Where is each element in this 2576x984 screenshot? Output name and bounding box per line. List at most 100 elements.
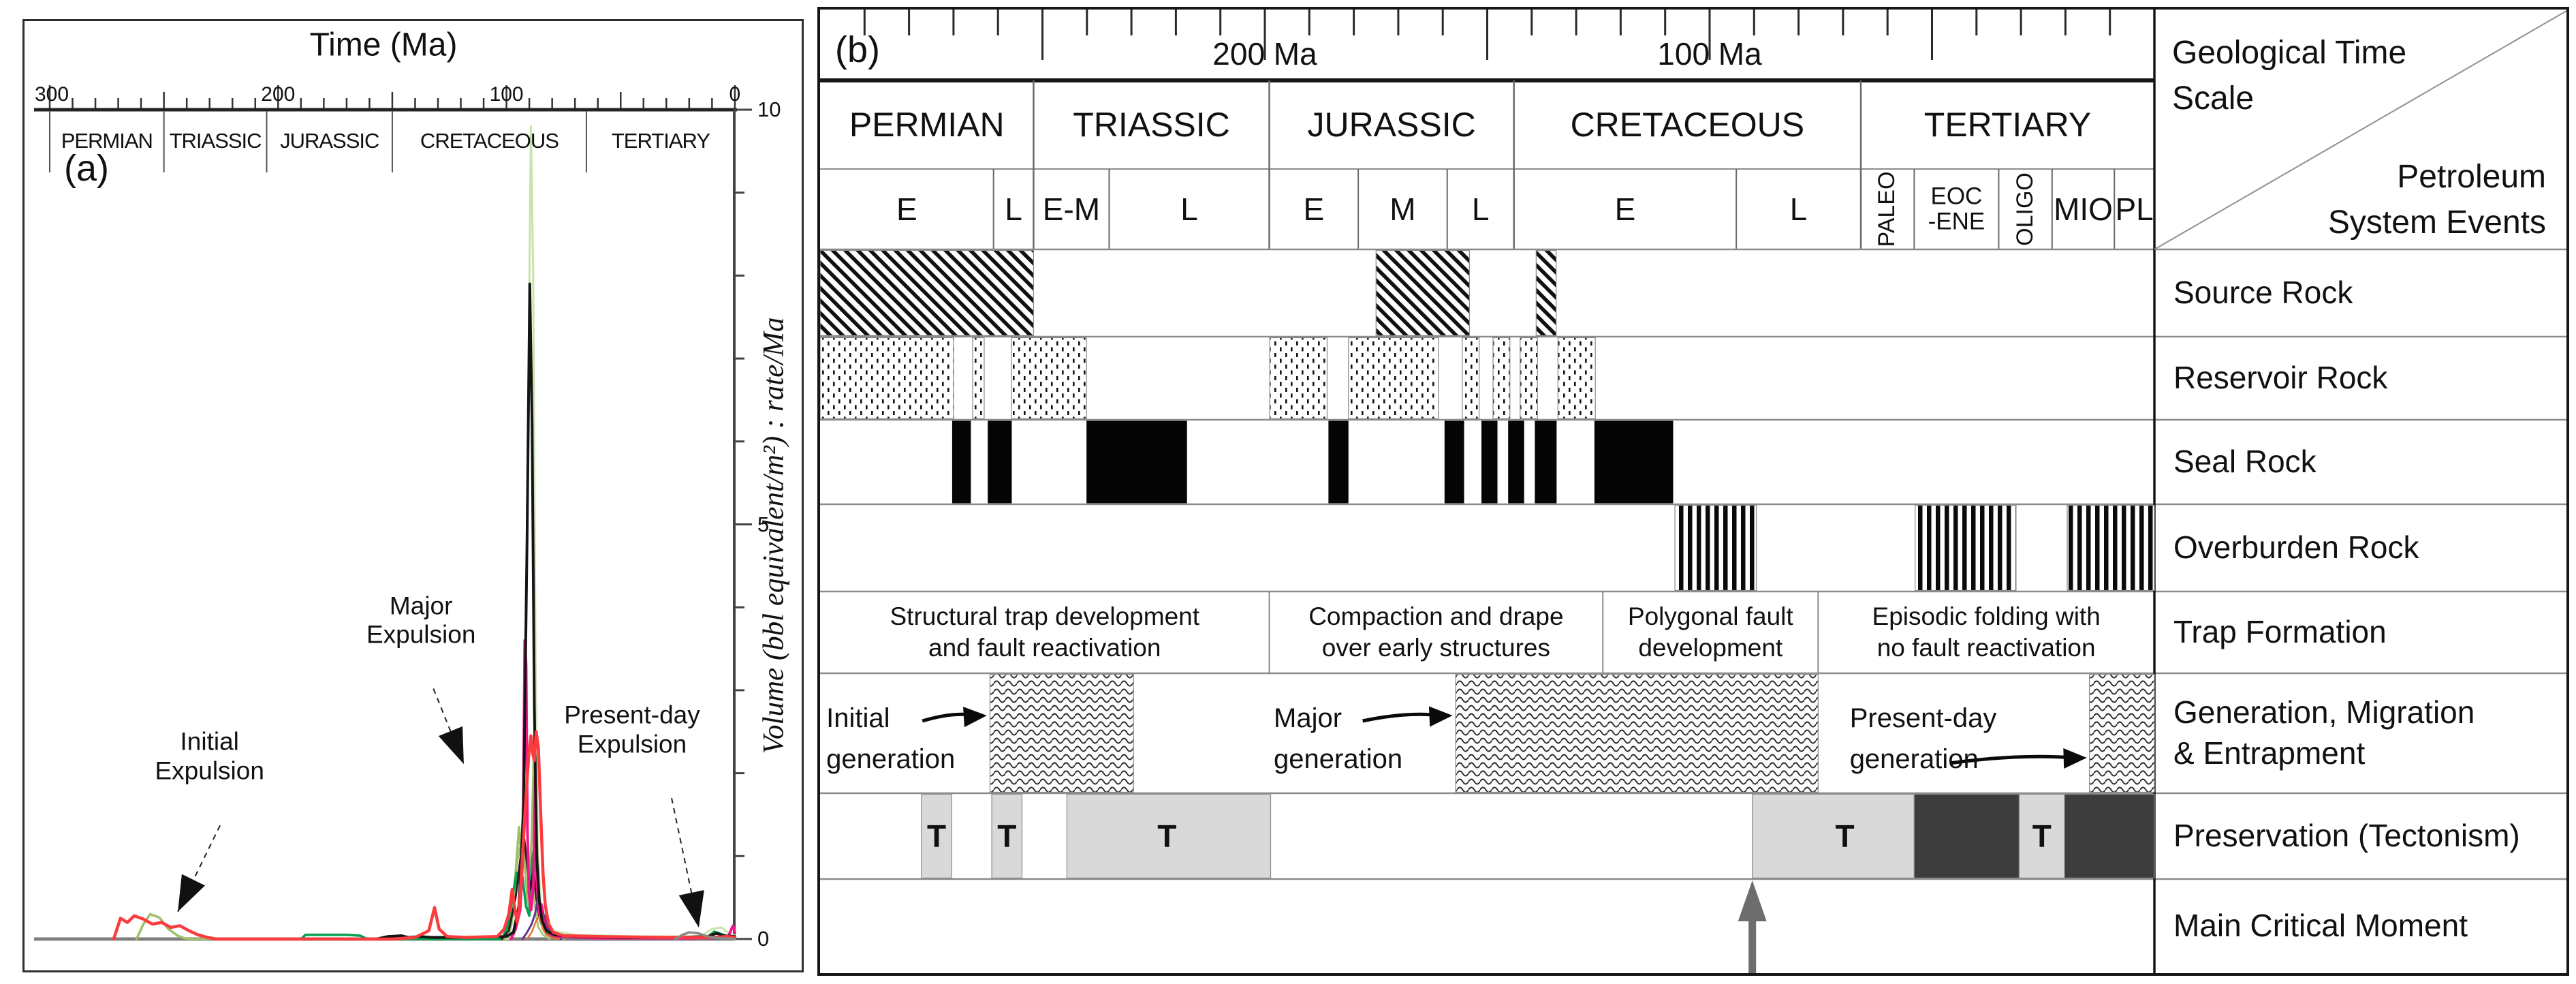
b-tectonism-t-mark: T <box>927 818 947 854</box>
a-annotation-line: Major <box>389 591 453 620</box>
b-row-label: Seal Rock <box>2173 442 2316 482</box>
b-tectonism-block-light <box>921 793 952 879</box>
b-solid-block <box>1481 420 1498 504</box>
panel-a-time-axis-title: Time (Ma) <box>309 27 458 63</box>
b-row-label-line: Preservation (Tectonism) <box>2173 818 2520 854</box>
b-main-critical-moment-arrow-icon <box>1738 880 1767 921</box>
b-solid-block <box>1508 420 1524 504</box>
b-row-label: Main Critical Moment <box>2173 906 2468 947</box>
b-solid-block <box>988 420 1012 504</box>
b-vstripes-block <box>2067 504 2155 591</box>
b-trap-cell-line: development <box>1638 634 1783 662</box>
b-epoch-label: L <box>1005 191 1022 227</box>
b-row-label-line: Overburden Rock <box>2173 529 2419 566</box>
b-dots-block <box>820 337 954 420</box>
panel-a-label: (a) <box>64 148 109 189</box>
a-time-tick-label: 0 <box>729 83 741 106</box>
a-series-red <box>112 730 737 941</box>
b-epoch-label: L <box>1471 191 1490 227</box>
b-epoch-label: L <box>1789 191 1808 227</box>
b-tectonism-t-mark: T <box>2032 818 2052 854</box>
a-annotation-arrow-line <box>671 797 700 928</box>
a-series-pale-green <box>391 125 736 940</box>
b-period-label: TRIASSIC <box>1073 106 1230 144</box>
b-corner-diagonal-line <box>2154 10 2566 250</box>
b-tectonism-block-dark <box>2064 793 2155 879</box>
b-solid-block <box>1086 420 1187 504</box>
b-tectonism-t-mark: T <box>997 818 1017 854</box>
b-epoch-label: OLIGO <box>2011 172 2038 246</box>
b-corner-line: Geological Time <box>2172 35 2407 71</box>
b-dots-block <box>1348 337 1439 420</box>
b-tectonism-block-light <box>1066 793 1272 879</box>
b-row-label-line: Source Rock <box>2173 275 2353 311</box>
b-period-label: TERTIARY <box>1923 106 2092 144</box>
b-row-label: Source Rock <box>2173 273 2353 313</box>
b-ruler-label: 200 Ma <box>1212 36 1317 72</box>
a-annotation-line: Expulsion <box>577 730 687 758</box>
a-series-gray-present-day <box>674 931 736 940</box>
a-time-tick-label: 300 <box>34 83 69 106</box>
b-dots-block <box>1557 337 1596 420</box>
a-time-tick-label: 100 <box>489 83 524 106</box>
a-annotation-arrow-line <box>433 688 465 765</box>
a-y-tick-label: 5 <box>757 512 770 536</box>
b-generation-arrow-line <box>1949 754 2075 765</box>
b-row-label: Preservation (Tectonism) <box>2173 816 2520 857</box>
panel-a-expulsion-chart: (a) Time (Ma) Volume (bbl equivalent/m²)… <box>22 19 804 972</box>
b-row-label-line: Trap Formation <box>2173 614 2387 650</box>
b-epoch-label: M <box>1389 191 1416 227</box>
b-trap-cell-text: Polygonal fault development <box>1628 601 1793 664</box>
b-row-label-line: & Entrapment <box>2173 735 2366 771</box>
b-trap-cell-line: Polygonal fault <box>1627 602 1793 630</box>
a-series-orange <box>526 914 560 940</box>
a-time-tick-label: 200 <box>261 83 296 106</box>
b-trap-cell-line: and fault reactivation <box>928 634 1161 662</box>
b-row-label-line: Reservoir Rock <box>2173 360 2388 396</box>
a-annotation-line: Expulsion <box>155 756 264 785</box>
b-epoch-label: E-M <box>1042 191 1101 227</box>
b-row-label-line: Generation, Migration <box>2173 694 2475 731</box>
b-solid-block <box>1444 420 1464 504</box>
b-solid-block <box>1328 420 1349 504</box>
b-squiggle-block <box>2089 673 2155 793</box>
a-annotation-line: Initial <box>180 727 239 756</box>
annotation-arrowhead-icon <box>962 707 987 728</box>
b-generation-annotation-line: Present-day <box>1849 703 1997 733</box>
b-dots-block <box>1269 337 1328 420</box>
b-epoch-label: E <box>1614 191 1636 227</box>
b-dots-block <box>1011 337 1087 420</box>
b-squiggle-block <box>989 673 1134 793</box>
annotation-arrowhead-icon <box>1428 706 1453 727</box>
b-squiggle-block <box>1455 673 1819 793</box>
b-epoch-label: E <box>896 191 917 227</box>
b-epoch-label: EOC-ENE <box>1928 183 1985 234</box>
b-generation-annotation-line: Major <box>1274 703 1342 733</box>
b-row-label: Overburden Rock <box>2173 527 2419 568</box>
b-vstripes-block <box>1674 504 1757 591</box>
a-period-label: JURASSIC <box>280 129 379 153</box>
panel-b-label: (b) <box>835 29 880 70</box>
b-corner-line: Petroleum <box>2397 159 2546 195</box>
a-period-label: CRETACEOUS <box>420 129 559 153</box>
b-period-label: CRETACEOUS <box>1570 106 1805 144</box>
b-epoch-label: E <box>1303 191 1325 227</box>
b-generation-annotation-line: generation <box>1849 744 1979 774</box>
a-period-label: TRIASSIC <box>169 129 262 153</box>
b-solid-block <box>1594 420 1674 504</box>
b-generation-annotation-line: generation <box>826 744 956 774</box>
a-y-tick-label: 0 <box>757 927 770 951</box>
b-epoch-label: MIO <box>2054 191 2113 227</box>
b-solid-block <box>1535 420 1557 504</box>
b-epoch-line: EOC <box>1930 183 1983 210</box>
